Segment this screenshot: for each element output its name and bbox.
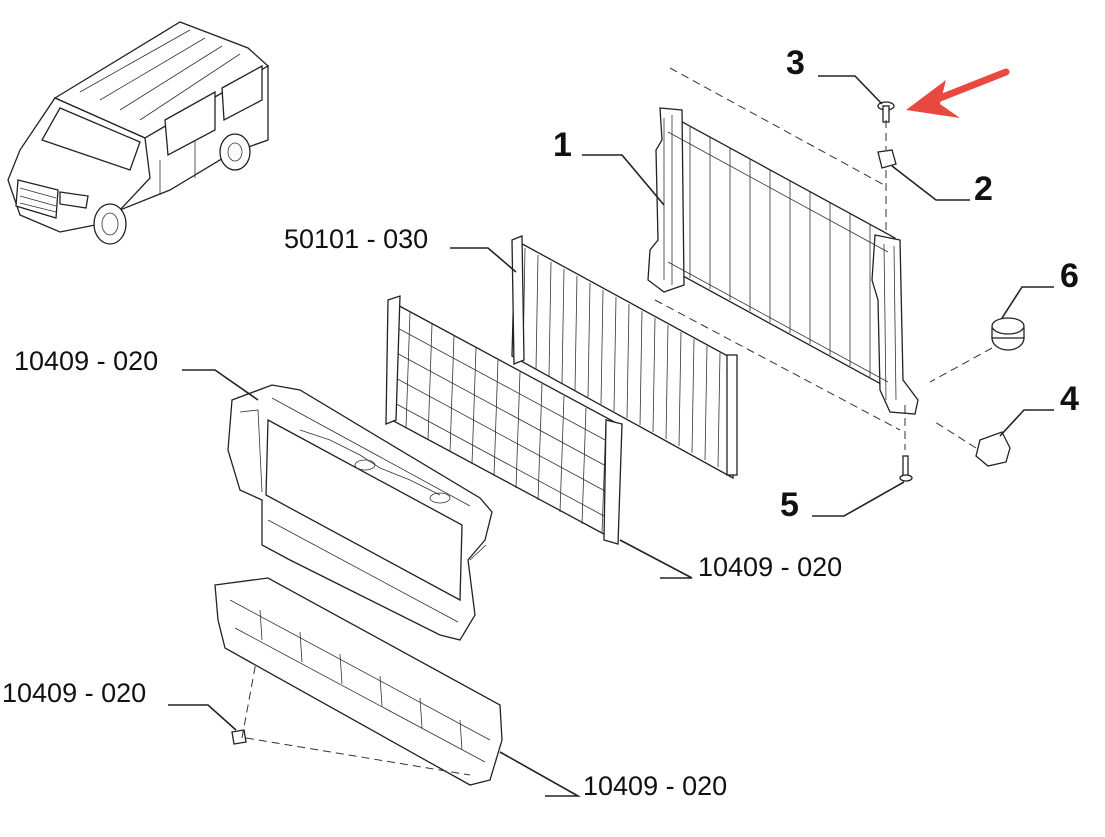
bolt-part-5: [899, 455, 913, 482]
callout-5: 5: [780, 486, 799, 524]
assembly-lines: [241, 67, 993, 776]
callout-4: 4: [1060, 380, 1079, 418]
radiator-core-fins: [689, 126, 871, 377]
radiator-part: [647, 107, 919, 415]
van-thumbnail-icon: [7, 21, 270, 245]
clip-part-2: [877, 149, 897, 169]
callout-6: 6: [1060, 257, 1079, 295]
label-grille: 10409 - 020: [698, 552, 842, 582]
screw-part-3: [877, 101, 895, 123]
condenser-part: [511, 235, 738, 480]
callout-1: 1: [553, 126, 572, 164]
bushing-part-6: [991, 317, 1025, 351]
clip-part-lower: [231, 729, 247, 745]
callout-3: 3: [786, 44, 805, 82]
condenser-fins: [522, 247, 721, 468]
label-condenser: 50101 - 030: [284, 224, 428, 254]
front-frame-part: [227, 384, 493, 641]
red-arrow-icon: [906, 68, 1010, 118]
grille-mesh: [388, 311, 621, 534]
leader-lines: [168, 75, 1054, 797]
label-clip: 10409 - 020: [2, 678, 146, 708]
lower-deflector-part: [214, 577, 503, 786]
label-lower-deflector: 10409 - 020: [583, 771, 727, 801]
label-left-frame: 10409 - 020: [14, 346, 158, 376]
bracket-part-4: [975, 431, 1011, 467]
callout-2: 2: [974, 170, 993, 208]
grille-panel-part: [385, 295, 623, 545]
